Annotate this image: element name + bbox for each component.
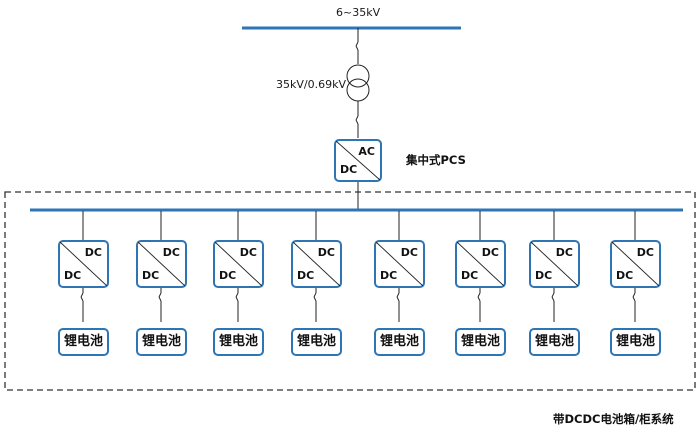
lithium-battery-6: 锂电池 (455, 328, 506, 356)
grid-switch (355, 41, 359, 64)
lithium-battery-5: 锂电池 (374, 328, 425, 356)
branch-connection-2 (158, 211, 162, 322)
branch-connection-4 (313, 211, 317, 322)
branch-connection-3 (235, 211, 239, 322)
lithium-battery-1: 锂电池 (58, 328, 109, 356)
dcdc-top-label: DC (481, 246, 499, 259)
grid-voltage-label: 6~35kV (336, 6, 381, 19)
lithium-battery-2: 锂电池 (136, 328, 187, 356)
dcdc-bottom-label: DC (64, 269, 82, 282)
transformer-ratio-label: 35kV/0.69kV (276, 78, 346, 91)
dcdc-top-label: DC (636, 246, 654, 259)
system-caption: 带DCDC电池箱/柜系统 (553, 412, 674, 426)
dcdc-bottom-label: DC (535, 269, 553, 282)
dcdc-top-label: DC (84, 246, 102, 259)
lithium-battery-7: 锂电池 (529, 328, 580, 356)
battery-system-boundary (4, 191, 696, 391)
dcdc-top-label: DC (239, 246, 257, 259)
pcs-feeder-switch (355, 101, 359, 138)
dcdc-bottom-label: DC (616, 269, 634, 282)
dcdc-top-label: DC (555, 246, 573, 259)
dcdc-top-label: DC (400, 246, 418, 259)
dcdc-bottom-label: DC (142, 269, 160, 282)
branch-connection-8 (632, 211, 636, 322)
branch-connection-6 (477, 211, 481, 322)
branch-connection-7 (551, 211, 555, 322)
branch-connection-5 (396, 211, 400, 322)
dcdc-bottom-label: DC (219, 269, 237, 282)
lithium-battery-8: 锂电池 (610, 328, 661, 356)
pcs-dc-label: DC (340, 163, 358, 176)
pcs-ac-label: AC (358, 145, 375, 158)
dcdc-bottom-label: DC (297, 269, 315, 282)
central-pcs: AC DC (334, 139, 382, 182)
lithium-battery-4: 锂电池 (291, 328, 342, 356)
dcdc-bottom-label: DC (380, 269, 398, 282)
branch-connection-1 (80, 211, 84, 322)
dcdc-bottom-label: DC (461, 269, 479, 282)
pcs-label: 集中式PCS (406, 153, 466, 167)
lithium-battery-3: 锂电池 (213, 328, 264, 356)
dcdc-top-label: DC (317, 246, 335, 259)
transformer-symbol (346, 64, 370, 102)
dcdc-top-label: DC (162, 246, 180, 259)
